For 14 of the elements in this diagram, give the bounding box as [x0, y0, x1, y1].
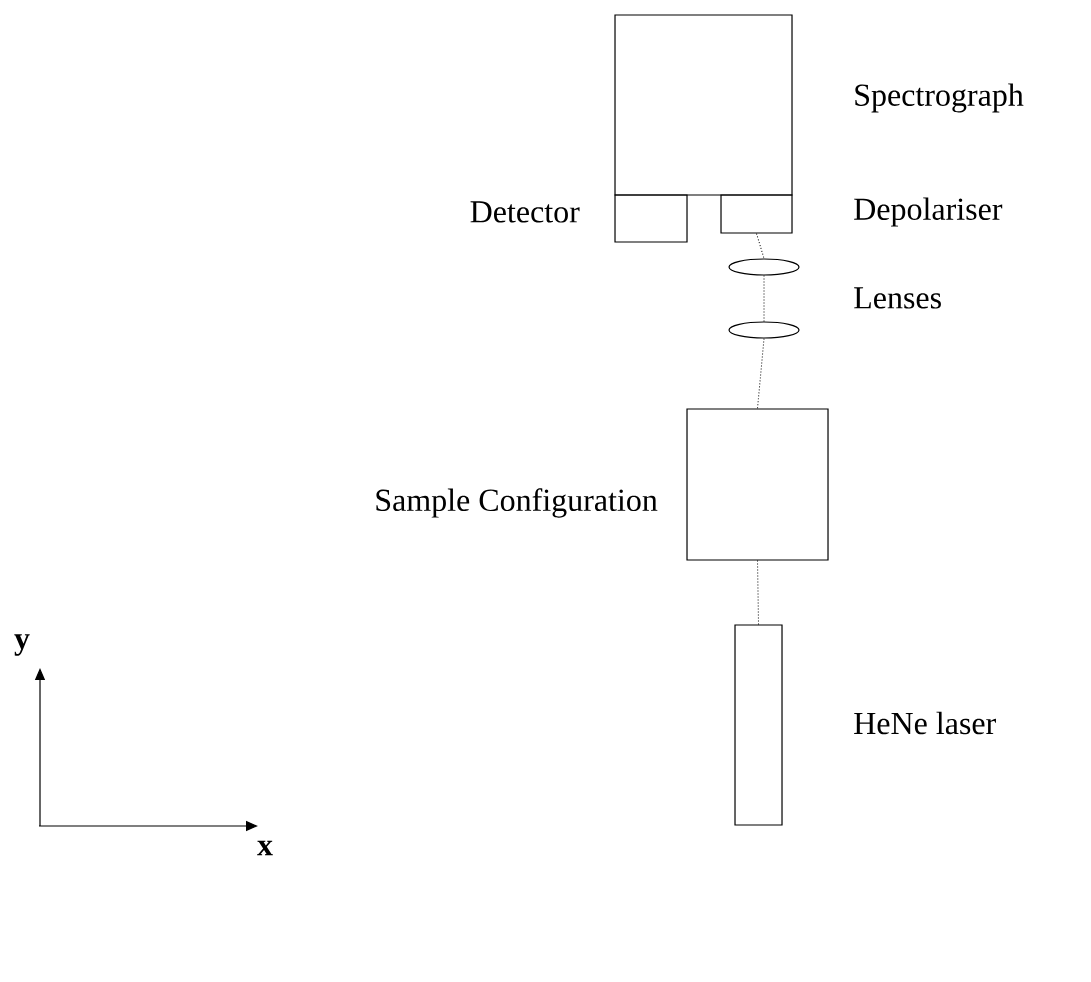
beam-line [757, 560, 759, 625]
part-label: Sample Configuration [376, 488, 658, 518]
lens [728, 258, 800, 276]
lens [728, 321, 800, 339]
part-label: HeNe laser [854, 711, 996, 735]
part-label: Depolariser [854, 197, 1003, 227]
beam-line [757, 338, 765, 409]
beam-line [756, 233, 765, 259]
part-label: Spectrograph [855, 83, 1024, 113]
axis-label: x [257, 840, 273, 856]
part-label: Lenses [854, 287, 941, 309]
beam-line [763, 275, 765, 322]
part-label: Detector [470, 201, 580, 223]
axis-label: y [14, 634, 30, 656]
